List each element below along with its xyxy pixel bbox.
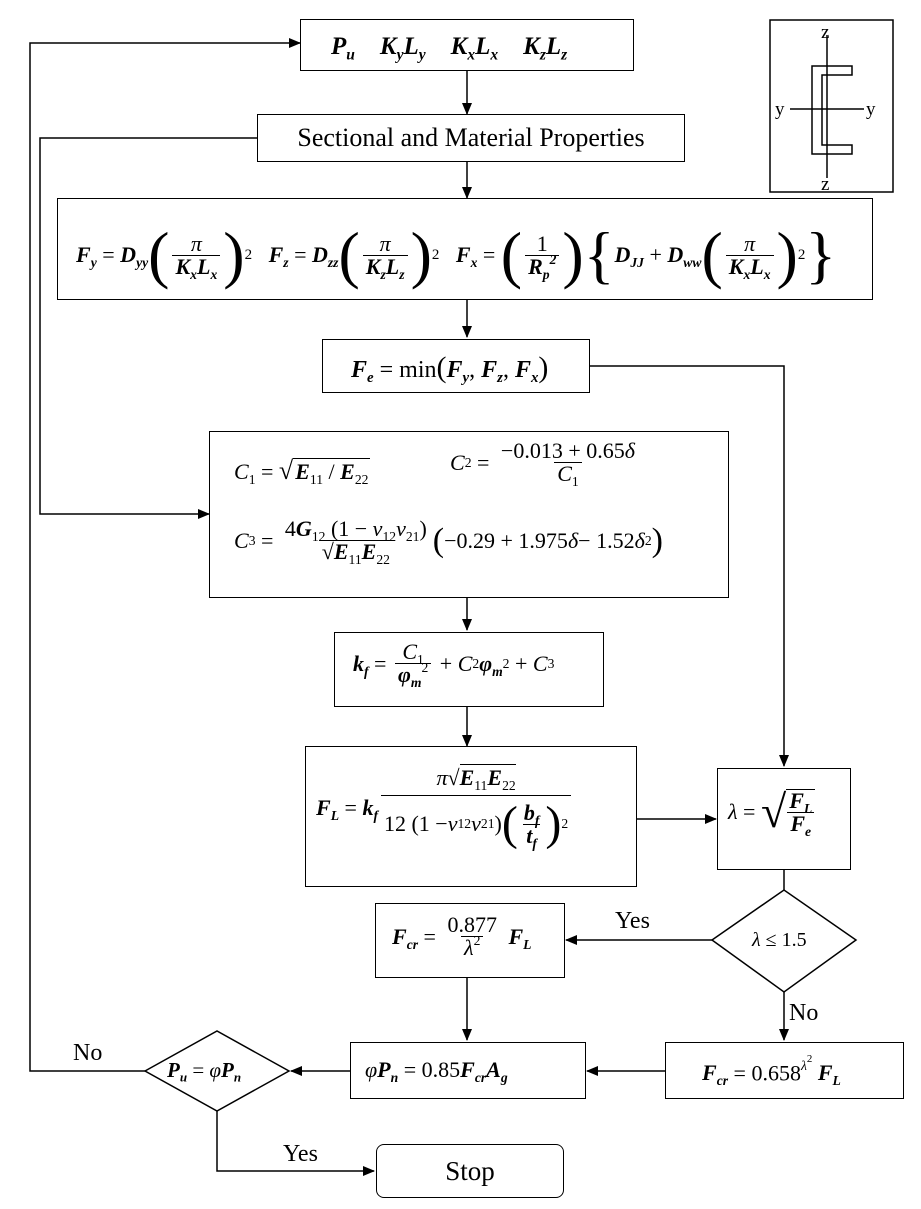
arrow-fe-to-lambda <box>590 365 789 767</box>
section-properties-box: Sectional and Material Properties <box>257 114 685 162</box>
decision-pu-text: Pu = φPn <box>167 1058 242 1085</box>
decision-lambda-text: λ ≤ 1.5 <box>752 929 807 951</box>
fe-formula: Fe = min(Fy, Fz, Fx) <box>351 351 549 387</box>
stop-terminal: Stop <box>376 1144 564 1198</box>
inputs-box: Pu KyLy KxLx KzLz <box>300 19 634 71</box>
phi-pn-box: φPn = 0.85FcrAg <box>350 1042 586 1099</box>
section-axis-y-right: y <box>866 99 876 120</box>
decision-lambda-diamond <box>710 889 858 993</box>
channel-section-icon <box>769 19 894 193</box>
phi-pn-formula: φPn = 0.85FcrAg <box>365 1057 508 1085</box>
label-no-1: No <box>789 1000 819 1026</box>
label-yes-2: Yes <box>283 1141 318 1167</box>
stop-label: Stop <box>445 1155 495 1186</box>
arrow-props-to-c <box>39 137 257 519</box>
label-yes-1: Yes <box>615 908 650 934</box>
arrow-no-loop-inputs <box>29 38 301 1072</box>
arrow-yes-to-stop <box>216 1111 375 1176</box>
label-no-2: No <box>73 1040 103 1066</box>
section-axis-z-top: z <box>821 22 830 43</box>
inputs-formula: Pu KyLy KxLx KzLz <box>331 33 568 64</box>
fcr-no-box: Fcr = 0.658λ2 FL <box>665 1042 904 1099</box>
decision-pu-diamond <box>143 1030 291 1112</box>
c1-formula: C1 = √E11 / E22 <box>234 456 371 487</box>
fe-box: Fe = min(Fy, Fz, Fx) <box>322 339 590 393</box>
section-axis-z-bottom: z <box>821 174 830 195</box>
fcr-no-formula: Fcr = 0.658λ2 FL <box>702 1053 841 1089</box>
section-properties-label: Sectional and Material Properties <box>297 123 645 152</box>
section-axis-y-left: y <box>775 99 785 120</box>
